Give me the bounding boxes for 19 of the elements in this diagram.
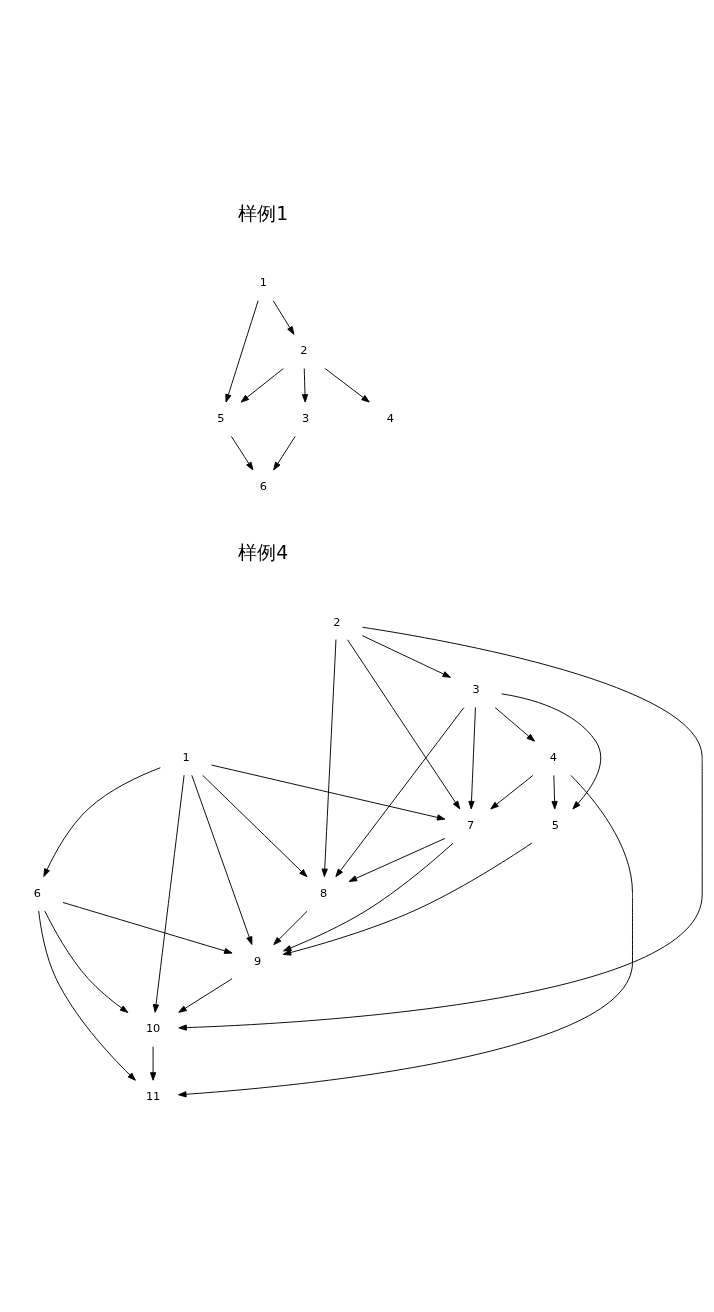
node-text: 4 bbox=[549, 750, 557, 764]
node-text: 4 bbox=[386, 411, 395, 425]
node-text: 2 bbox=[300, 343, 308, 357]
label: 样例1 bbox=[238, 202, 289, 224]
node-text: 2 bbox=[333, 615, 341, 629]
node-text: 3 bbox=[472, 682, 480, 696]
node-text: 7 bbox=[466, 818, 475, 832]
node-text: 5 bbox=[217, 411, 225, 425]
node-text: 1 bbox=[182, 750, 190, 764]
node-text: 9 bbox=[254, 954, 262, 968]
node-text: 6 bbox=[33, 886, 41, 900]
node-text: 8 bbox=[319, 886, 328, 900]
node-text: 10 bbox=[145, 1021, 161, 1035]
node-text: 1 bbox=[259, 275, 267, 289]
node-text: 5 bbox=[551, 818, 559, 832]
node-text: 3 bbox=[302, 411, 310, 425]
label: 样例4 bbox=[238, 541, 289, 563]
node-text: 11 bbox=[145, 1089, 161, 1103]
node-text: 6 bbox=[259, 479, 267, 493]
